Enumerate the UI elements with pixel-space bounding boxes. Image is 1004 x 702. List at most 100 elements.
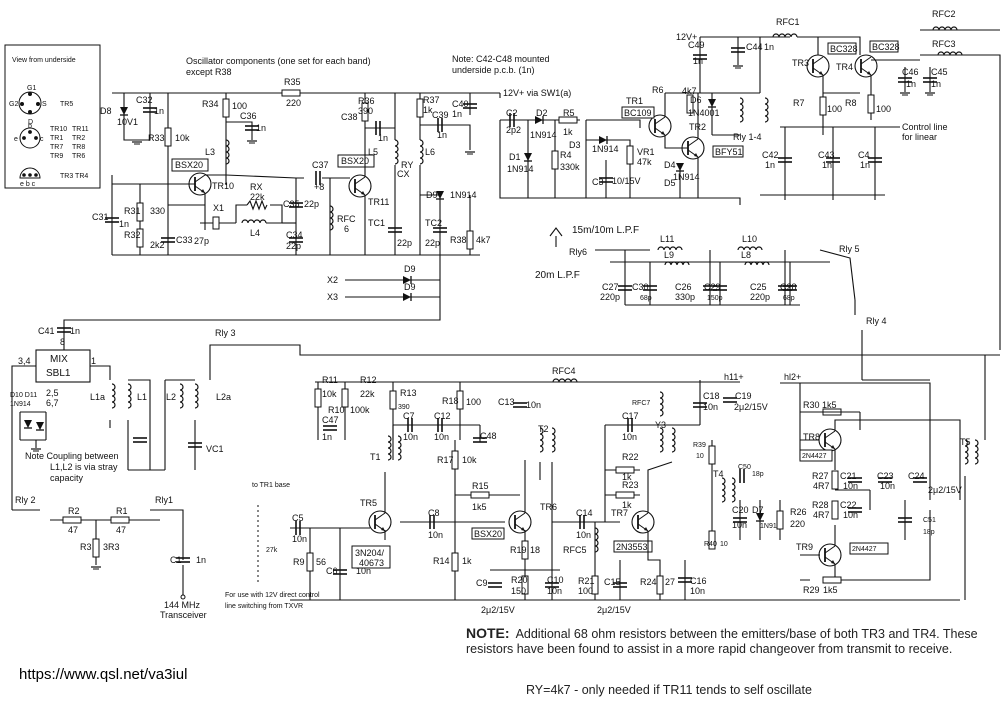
tr10-label: TR10 (212, 181, 234, 191)
c14-value: 10n (576, 530, 591, 540)
rfc7-label: RFC7 (632, 400, 650, 407)
y3-label: Y3 (655, 420, 666, 430)
c7-value: 10n (403, 432, 418, 442)
c42-note: Note: C42-C48 mounted (452, 54, 550, 64)
r32-value: 2k2 (150, 240, 165, 250)
supply-label: 12V+ via SW1(a) (503, 88, 571, 98)
rly5-label: Rly 5 (839, 244, 860, 254)
d3-value: 1N914 (592, 144, 619, 154)
r1-value: 47 (116, 525, 126, 535)
r35-label: R35 (284, 77, 301, 87)
lpf1-label: 15m/10m L.P.F (572, 225, 639, 236)
c21-value: 10n (843, 481, 858, 491)
l4-label: L4 (250, 228, 260, 238)
tr10-name-3: TR1 (50, 135, 63, 142)
d1-label: D1 (509, 152, 521, 162)
tr6-type-label: BSX20 (474, 529, 502, 539)
c4-label: C4 (858, 150, 870, 160)
c20-label: C20 (732, 505, 749, 515)
attenuator-section: Rly 2 Rly1 R2 47 R1 47 R3 3R3 C1 1n 144 … (12, 482, 320, 620)
t5-label: T5 (960, 437, 971, 447)
rfc6-label: RFC (337, 214, 356, 224)
l11-label: L11 (660, 234, 674, 244)
c9-label: C9 (476, 578, 488, 588)
c30-label: C30 (632, 282, 649, 292)
r33-label: R33 (148, 133, 165, 143)
r33-value: 10k (175, 133, 190, 143)
r38-value: 4k7 (476, 235, 491, 245)
crystal-x1-icon (212, 216, 220, 230)
c13-value: 10n (526, 400, 541, 410)
r19-value: 18 (530, 545, 540, 555)
r19-label: R19 (510, 545, 527, 555)
c36-value: 1n (256, 123, 266, 133)
c15-label: C15 (604, 577, 621, 587)
l5-label: L5 (368, 147, 378, 157)
l2-label: L2 (166, 392, 176, 402)
c24-label: C24 (908, 471, 925, 481)
tr4-type-label: BC328 (872, 42, 900, 52)
c44-label: C44 (746, 42, 763, 52)
tr10-name-7: TR9 (50, 153, 63, 160)
r13-label: R13 (400, 388, 417, 398)
c23-value: 10n (880, 481, 895, 491)
h11-label: h11+ (724, 372, 744, 382)
r23-value: 1k (622, 500, 632, 510)
tr9-type-label: 2N4427 (852, 546, 877, 553)
r22-label: R22 (622, 452, 639, 462)
tr10-name-8: TR6 (72, 153, 85, 160)
r12-label: R12 (360, 375, 377, 385)
mix-label: MIX (50, 354, 68, 365)
c29-value: 150p (707, 295, 723, 302)
c16-label: C16 (690, 576, 707, 586)
r30-value: 1k5 (822, 400, 837, 410)
tr10-pin-c: c (40, 136, 44, 143)
c33-label: C33 (176, 235, 193, 245)
l10-label: L10 (742, 234, 757, 244)
r31-label: R31 (124, 206, 141, 216)
r18-label: R18 (442, 396, 459, 406)
h12-label: hl2+ (784, 372, 801, 382)
switching-section: C2 2p2 D2 1N914 D1 1N914 R5 1k R4 330k D… (499, 9, 1001, 350)
c20-value: 10n (732, 520, 747, 530)
r21-value: 100 (578, 586, 593, 596)
l9-label: L9 (664, 250, 674, 260)
l6-label: L6 (425, 147, 435, 157)
tc1-value: 22p (397, 238, 412, 248)
r6-label: R6 (652, 85, 664, 95)
r29-value: 1k5 (823, 585, 838, 595)
c22-label: C22 (840, 500, 857, 510)
r20-label: R20 (511, 575, 528, 585)
r34-label: R34 (202, 99, 219, 109)
source-url: https://www.qsl.net/va3iul (19, 666, 188, 683)
rfc4-label: RFC4 (552, 366, 576, 376)
c49-value: 1n (693, 56, 703, 66)
r37-value: 1k (423, 105, 433, 115)
tr7-type-label: 2N3553 (616, 542, 648, 552)
c37-label: C37 (312, 160, 329, 170)
tr10-name-6: TR8 (72, 144, 85, 151)
c46-value: 1n (906, 79, 916, 89)
c21-label: C21 (840, 471, 857, 481)
r17-label: R17 (437, 455, 454, 465)
lpf2-label: 20m L.P.F (535, 270, 580, 281)
c22-value: 10n (843, 510, 858, 520)
r20-value: 150 (511, 586, 526, 596)
l1-label: L1 (137, 392, 147, 402)
c27-label: C27 (602, 282, 619, 292)
control-label-2: for linear (902, 132, 937, 142)
rly14-label: Rly 1-4 (733, 132, 762, 142)
rfc2-label: RFC2 (932, 9, 956, 19)
x2-label: X2 (327, 275, 338, 285)
footer-note: NOTE:Additional 68 ohm resistors between… (466, 626, 996, 657)
mix-pin1-label: 1 (91, 356, 96, 366)
osc-note: Oscillator components (one set for each … (186, 56, 371, 66)
c19-value: 2μ2/15V (734, 402, 768, 412)
r8-value: 100 (876, 104, 891, 114)
c32-label: C32 (136, 95, 153, 105)
vc1-label: VC1 (206, 444, 224, 454)
c25-value: 220p (750, 292, 770, 302)
c40-value: 1n (452, 109, 462, 119)
tr10-pin-b: b (28, 123, 32, 130)
